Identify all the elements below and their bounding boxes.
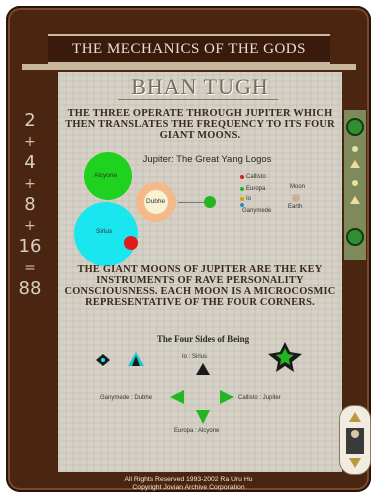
sirius-label: Sirius xyxy=(96,228,112,235)
arrow-icon-bottom xyxy=(196,410,210,424)
diamond-icon-left xyxy=(96,353,110,365)
nav-plus-3: + xyxy=(12,216,48,236)
label-top: Io : Sirius xyxy=(182,354,207,360)
earth-label: Earth xyxy=(288,204,302,210)
alcyone-label: Alcyone xyxy=(94,172,117,179)
main-content: BHAN TUGH THE THREE OPERATE THROUGH JUPI… xyxy=(58,72,342,472)
jupiter-circle xyxy=(204,196,216,208)
copyright-line-1: All Rights Reserved 1993-2002 Ra Uru Hu xyxy=(0,476,377,484)
nav-number-2[interactable]: 2 xyxy=(12,110,48,132)
label-right: Callisto : Jupiter xyxy=(238,395,281,401)
star-emblem-icon[interactable] xyxy=(346,118,364,136)
left-number-nav: 2 + 4 + 8 + 16 = 88 xyxy=(12,110,48,300)
triangle-icon-2 xyxy=(350,196,360,204)
arrow-icon-left xyxy=(170,390,184,404)
copyright-line-2: Copyright Jovian Archive Corporation xyxy=(0,484,377,492)
nav-plus-1: + xyxy=(12,132,48,152)
io-dot xyxy=(240,197,244,201)
connector-line xyxy=(178,202,204,203)
nav-plus-2: + xyxy=(12,174,48,194)
moons-paragraph: THE GIANT MOONS OF JUPITER ARE THE KEY I… xyxy=(64,264,336,308)
dot-icon xyxy=(352,146,358,152)
earth-dot xyxy=(292,194,300,202)
moon-io: Io xyxy=(246,196,251,202)
site-banner: THE MECHANICS OF THE GODS xyxy=(48,34,330,64)
intro-text: THE THREE OPERATE THROUGH JUPITER WHICH … xyxy=(64,108,336,141)
moon-ganymede: Ganymede xyxy=(242,208,271,214)
page-title: BHAN TUGH xyxy=(58,74,342,100)
nav-number-16[interactable]: 16 xyxy=(12,236,48,258)
red-marker xyxy=(124,236,138,250)
nav-number-8[interactable]: 8 xyxy=(12,194,48,216)
jupiter-diagram-title: Jupiter: The Great Yang Logos xyxy=(122,154,292,165)
label-left: Ganymede : Dubhe xyxy=(100,395,152,401)
dubhe-label: Dubhe xyxy=(146,198,165,205)
nav-number-4[interactable]: 4 xyxy=(12,152,48,174)
label-bottom: Europa : Alcyone xyxy=(174,428,219,434)
ganymede-dot xyxy=(240,203,244,207)
arrow-icon-right xyxy=(220,390,234,404)
moon-callisto: Callisto xyxy=(246,174,266,180)
footer: All Rights Reserved 1993-2002 Ra Uru Hu … xyxy=(0,476,377,492)
europa-dot xyxy=(240,187,244,191)
scroll-down-icon xyxy=(349,458,361,468)
title-underline xyxy=(118,99,278,100)
top-divider xyxy=(22,64,356,70)
pyramid-icon-top-left xyxy=(128,352,144,366)
callisto-dot xyxy=(240,175,244,179)
scroll-up-icon xyxy=(349,412,361,422)
triangle-icon-top xyxy=(196,362,210,374)
nav-equals: = xyxy=(12,258,48,278)
dot-icon-2 xyxy=(352,180,358,186)
triangle-icon xyxy=(350,160,360,168)
star-cluster-icon xyxy=(268,342,302,372)
moon-label: Moon xyxy=(290,184,305,190)
right-icon-panel xyxy=(344,110,366,260)
scroll-control[interactable] xyxy=(339,405,371,475)
star-emblem-icon-2[interactable] xyxy=(346,228,364,246)
moon-europa: Europa xyxy=(246,186,265,192)
four-sides-title: The Four Sides of Being xyxy=(118,334,288,344)
nav-number-88[interactable]: 88 xyxy=(12,278,48,300)
